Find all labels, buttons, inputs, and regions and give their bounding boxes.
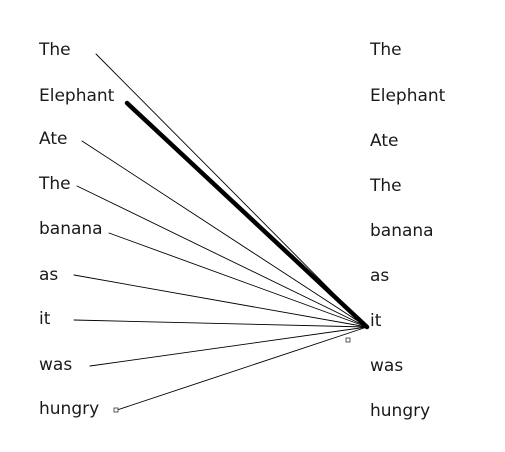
link-line-8-6 — [116, 326, 368, 411]
right-word-3: The — [370, 176, 402, 196]
right-word-2: Ate — [370, 131, 399, 151]
right-word-4: banana — [370, 221, 434, 241]
right-word-6: it — [370, 311, 382, 331]
link-line-5-6 — [73, 274, 368, 328]
left-word-3: The — [39, 174, 71, 194]
right-word-7: was — [370, 356, 404, 376]
selection-handle-1[interactable] — [345, 337, 351, 343]
link-line-4-6 — [108, 232, 368, 328]
left-word-5: as — [39, 265, 59, 285]
left-word-0: The — [39, 40, 71, 60]
link-line-6-6 — [73, 319, 368, 328]
link-line-3-6 — [76, 185, 368, 328]
link-line-1-6 — [124, 100, 370, 330]
selection-handle-0[interactable] — [113, 407, 119, 413]
left-word-7: was — [39, 355, 73, 375]
left-word-4: banana — [39, 219, 103, 239]
left-word-1: Elephant — [39, 86, 115, 106]
link-line-7-6 — [89, 326, 368, 367]
link-line-0-6 — [95, 53, 368, 328]
right-word-1: Elephant — [370, 86, 446, 106]
left-word-2: Ate — [39, 129, 68, 149]
left-word-6: it — [39, 309, 51, 329]
right-word-5: as — [370, 266, 390, 286]
link-line-2-6 — [81, 140, 368, 328]
right-word-8: hungry — [370, 401, 431, 421]
right-word-0: The — [370, 40, 402, 60]
left-word-8: hungry — [39, 399, 100, 419]
